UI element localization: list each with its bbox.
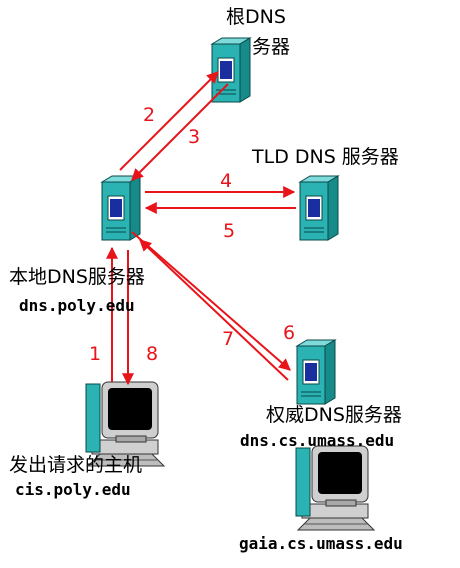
- tld-dns-server-icon: [299, 175, 339, 241]
- root-dns-server-label-line2: 务器: [252, 36, 291, 58]
- arrow-step-6: [131, 231, 291, 371]
- step-label-5: 5: [223, 220, 236, 242]
- step-label-1: 1: [89, 343, 102, 365]
- arrow-step-3: [131, 83, 229, 181]
- requesting-host-label: 发出请求的主机: [9, 454, 143, 476]
- query-arrows: [106, 71, 296, 386]
- requesting-host-hostname: cis.poly.edu: [15, 480, 131, 499]
- tld-dns-server-label: TLD DNS 服务器: [252, 146, 399, 168]
- local-dns-server-hostname: dns.poly.edu: [19, 296, 135, 315]
- target-host-computer-icon: [295, 445, 375, 531]
- step-label-6: 6: [283, 322, 296, 344]
- step-label-7: 7: [222, 328, 235, 350]
- arrow-step-2: [119, 71, 219, 171]
- local-dns-server-label: 本地DNS服务器: [9, 266, 145, 288]
- authoritative-dns-server-label: 权威DNS服务器: [266, 404, 402, 426]
- target-host-hostname: gaia.cs.umass.edu: [239, 534, 403, 553]
- root-dns-server-label-line1: 根DNS: [226, 6, 286, 28]
- arrow-step-7: [139, 239, 289, 381]
- local-dns-server-icon: [101, 175, 141, 241]
- root-dns-server-icon: [211, 37, 251, 103]
- step-label-2: 2: [143, 104, 156, 126]
- step-label-8: 8: [146, 343, 159, 365]
- authoritative-dns-server-icon: [296, 339, 336, 405]
- authoritative-dns-server-hostname: dns.cs.umass.edu: [240, 431, 395, 450]
- step-label-4: 4: [220, 170, 233, 192]
- step-label-3: 3: [188, 126, 201, 148]
